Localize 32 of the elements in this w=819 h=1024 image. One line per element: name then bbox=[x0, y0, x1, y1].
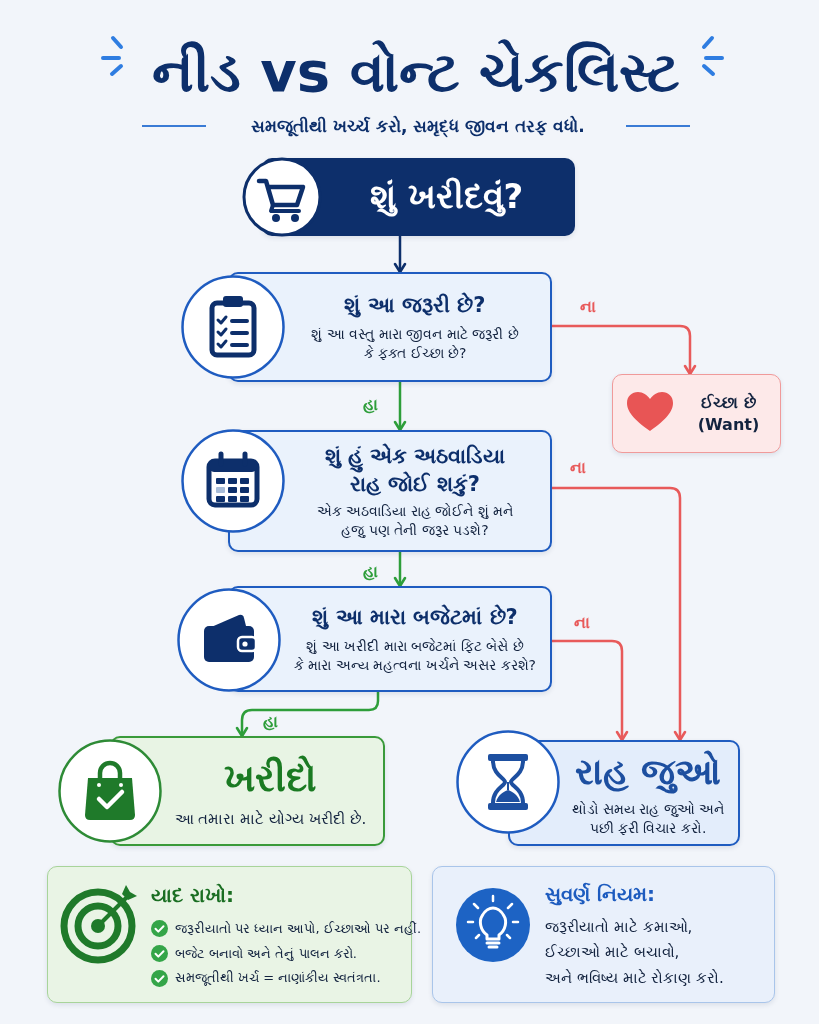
list-item: બજેટ બનાવો અને તેનું પાલન કરો. bbox=[175, 944, 357, 963]
note-heading: યાદ રાખો: bbox=[151, 882, 234, 910]
outcome-label: ઈચ્છા છે bbox=[701, 391, 756, 414]
note-text: ઈચ્છાઓ માટે બચાવો, bbox=[545, 942, 680, 963]
title: નીડ vs વોન્ટ ચેકલિસ્ટ bbox=[151, 38, 681, 106]
arrow bbox=[552, 486, 687, 742]
note-box bbox=[432, 866, 775, 1003]
arrow bbox=[552, 324, 697, 376]
question-heading: શું આ મારા બજેટમાં છે? bbox=[312, 603, 518, 632]
result-heading: રાહ જુઓ bbox=[574, 749, 722, 796]
arrow bbox=[393, 382, 407, 432]
subtitle: સમજૂતીથી ખર્ચ્ચ કરો, સમૃદ્ધ જીવન તરફ વધો. bbox=[251, 115, 585, 137]
arrow bbox=[552, 639, 629, 742]
result-text: આ તમારા માટે યોગ્ય ખરીદી છે. bbox=[174, 808, 367, 829]
question-text: શું આ ખરીદી મારા બજેટમાં ફિટ બેસે છે કે મારા અન્ય મહત્વના ખર્ચને અસર કરશે? bbox=[293, 637, 537, 676]
question-heading: શું આ જરૂરી છે? bbox=[344, 291, 486, 320]
outcome-label: (Want) bbox=[697, 413, 760, 436]
question-text: એક અઠવાડિયા રાહ જોઈને શું મને હજુ પણ તેની જરૂર પડશે? bbox=[316, 502, 514, 541]
note-heading: સુવર્ણ નિયમ: bbox=[545, 881, 655, 909]
start-label: શું ખરીદવું? bbox=[369, 175, 524, 219]
note-text: જરૂરીયાતો માટે કમાઓ, bbox=[545, 917, 693, 938]
outcome-box bbox=[612, 374, 781, 453]
arrow bbox=[235, 692, 380, 738]
list-item: સમજૂતીથી ખર્ચ = નાણાંકીય સ્વતંત્રતા. bbox=[175, 969, 381, 987]
question-text: શું આ વસ્તુ મારા જીવન માટે જરૂરી છે કે ફક્ત ઈચ્છા છે? bbox=[311, 325, 519, 364]
note-text: અને ભવિષ્ય માટે રોકાણ કરો. bbox=[545, 967, 724, 988]
arrow bbox=[393, 236, 407, 274]
result-heading: ખરીદો bbox=[224, 754, 317, 803]
result-text: થોડો સમય રાહ જુઓ અને પછી ફરી વિચાર કરો. bbox=[571, 800, 725, 839]
question-heading: શું હું એક અઠવાડિયા રાહ જોઈ શકું? bbox=[324, 442, 506, 499]
arrow bbox=[393, 552, 407, 588]
list-item: જરૂરીયાતો પર ધ્યાન આપો, ઈચ્છાઓ પર નહીં. bbox=[175, 920, 422, 938]
